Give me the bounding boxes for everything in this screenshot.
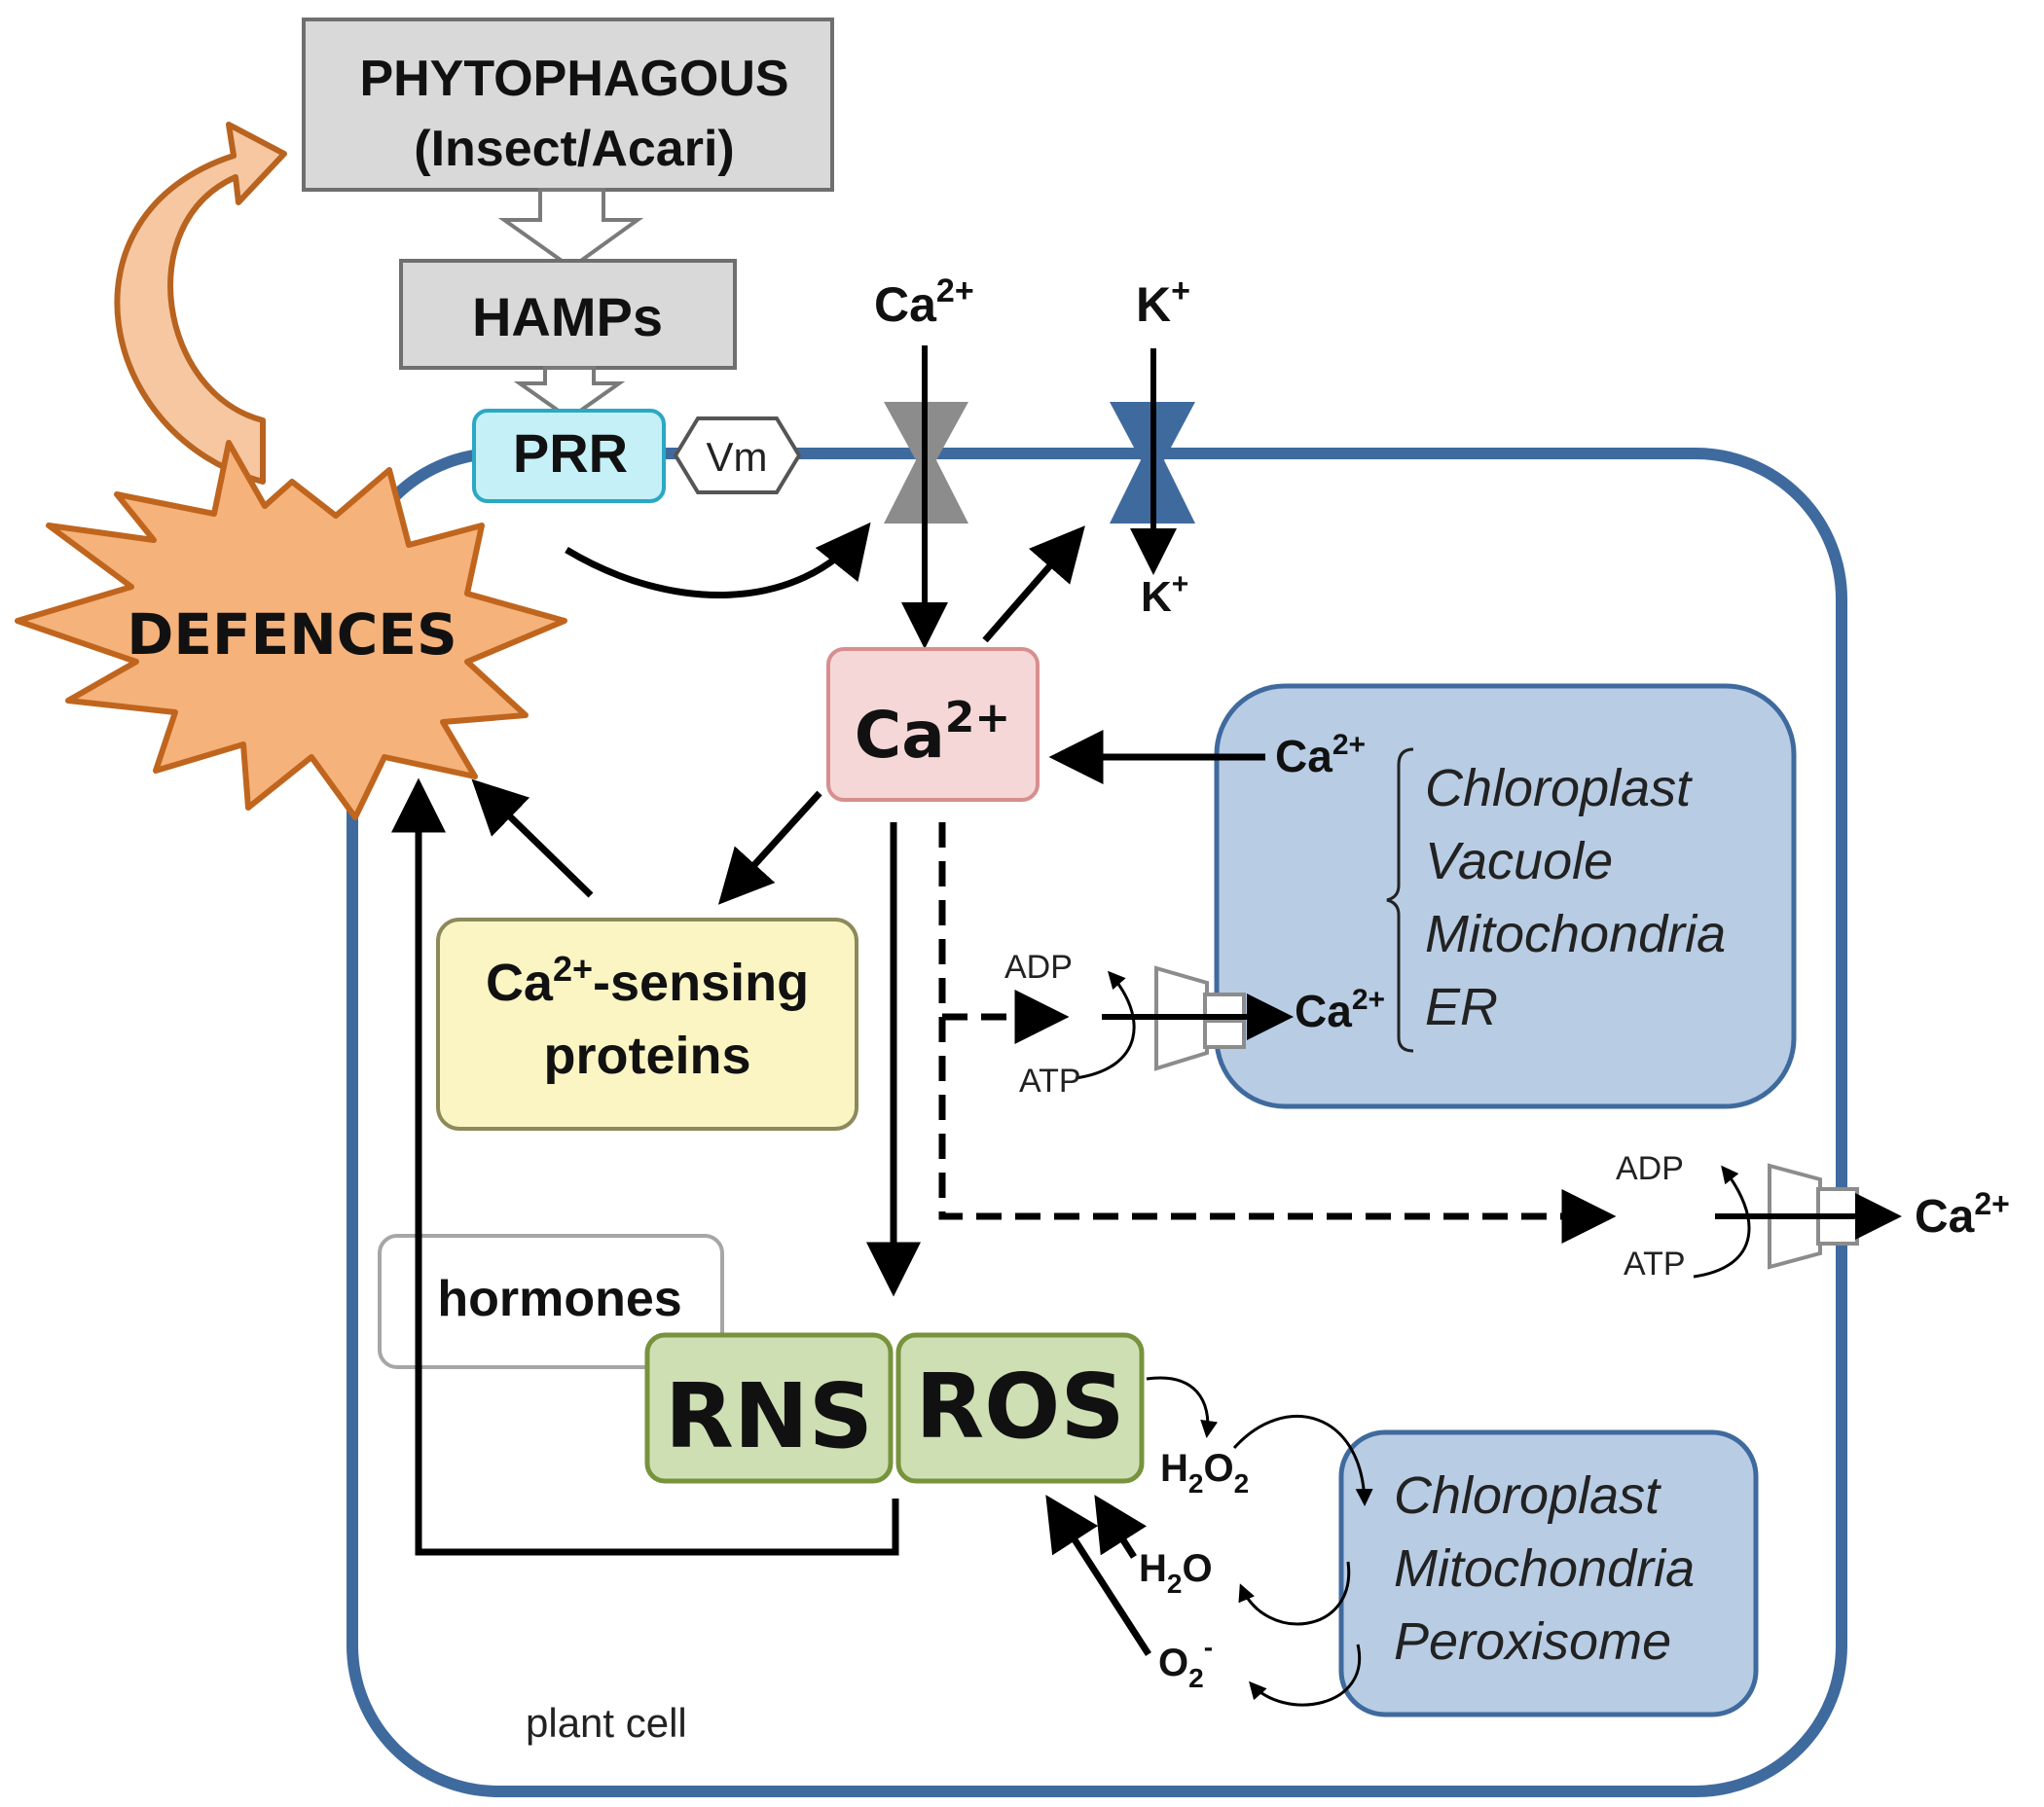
hamps-label: HAMPs xyxy=(472,286,663,347)
defences-burst: DEFENCES xyxy=(15,440,567,820)
ca-to-sensing-arrow xyxy=(717,790,822,905)
store-chloroplast: Chloroplast xyxy=(1425,759,1693,817)
vm-label: Vm xyxy=(707,434,768,480)
store-er: ER xyxy=(1425,978,1498,1036)
organelle-bracket xyxy=(1386,747,1414,1053)
store-vacuole: Vacuole xyxy=(1425,832,1613,890)
superoxide-to-ros-arrow xyxy=(1045,1495,1151,1656)
rns-box: RNS xyxy=(644,1332,894,1484)
superoxide-source-curve xyxy=(1249,1644,1362,1707)
ros-to-h2o2-curve xyxy=(1146,1376,1219,1438)
sensing-to-defences-arrow xyxy=(471,778,594,898)
ca-extruded-label: Ca2+ xyxy=(1915,1186,2010,1243)
plant-cell-membrane xyxy=(347,448,1847,1797)
vm-hexagon: Vm xyxy=(673,416,802,494)
inner-atp-label: ATP xyxy=(1019,1063,1081,1100)
k-intracellular-label: K+ xyxy=(1141,568,1188,621)
k-extracellular-label: K+ xyxy=(1136,272,1190,332)
dashed-to-outer-pump xyxy=(938,822,1617,1244)
ros-box: ROS xyxy=(895,1332,1145,1484)
ca-extracellular-label: Ca2+ xyxy=(874,272,974,332)
prr-to-channel-arrow xyxy=(565,522,871,598)
phytophagous-title: PHYTOPHAGOUS xyxy=(359,51,788,107)
hollow-arrow-phytophagous-hamps xyxy=(497,188,644,271)
ca-uptake-label: Ca2+ xyxy=(1295,984,1385,1036)
feedback-arrow xyxy=(114,122,287,485)
hamps-box: HAMPs xyxy=(399,259,737,370)
source-mitochondria: Mitochondria xyxy=(1394,1539,1695,1598)
superoxide-label: O2- xyxy=(1158,1632,1213,1693)
outer-atp-curve xyxy=(1693,1165,1751,1279)
ca-release-label: Ca2+ xyxy=(1275,729,1366,781)
ros-label: ROS xyxy=(915,1355,1124,1459)
ros-sources-box: Chloroplast Mitochondria Peroxisome xyxy=(1338,1429,1759,1717)
phytophagous-subtitle: (Insect/Acari) xyxy=(414,121,734,177)
prr-receptor: PRR xyxy=(472,409,666,503)
store-mitochondria: Mitochondria xyxy=(1425,905,1726,963)
h2o-source-curve xyxy=(1238,1561,1351,1626)
outer-atp-label: ATP xyxy=(1624,1246,1686,1283)
hormones-label: hormones xyxy=(437,1271,681,1327)
inner-adp-label: ADP xyxy=(1004,949,1073,986)
rns-label: RNS xyxy=(665,1364,873,1468)
hollow-arrow-hamps-prr xyxy=(513,366,626,421)
plant-cell-label: plant cell xyxy=(526,1700,687,1746)
phytophagous-box: PHYTOPHAGOUS (Insect/Acari) xyxy=(302,18,834,192)
h2o2-source-curve xyxy=(1232,1415,1373,1506)
defences-label: DEFENCES xyxy=(127,601,457,668)
source-peroxisome: Peroxisome xyxy=(1394,1612,1671,1671)
prr-label: PRR xyxy=(513,422,628,484)
inner-atp-curve xyxy=(1075,970,1136,1080)
sensing-proteins-line1: Ca2+-sensing xyxy=(486,949,809,1012)
calcium-stores-box: Ca2+ Ca2+ Chloroplast Vacuole Mitochondr… xyxy=(1214,683,1797,1109)
sensing-proteins-line2: proteins xyxy=(543,1027,750,1085)
ros-to-defences-arrow xyxy=(391,777,899,1556)
h2o-to-ros-arrow xyxy=(1094,1495,1148,1559)
sensing-proteins-box: Ca2+-sensing proteins xyxy=(436,918,858,1131)
h2o2-label: H2O2 xyxy=(1160,1447,1249,1499)
hormones-box: hormones xyxy=(378,1234,724,1369)
cytosolic-calcium-box: Ca2+ xyxy=(826,647,1040,802)
source-chloroplast: Chloroplast xyxy=(1394,1466,1661,1525)
h2o-label: H2O xyxy=(1139,1547,1213,1599)
outer-adp-label: ADP xyxy=(1616,1150,1684,1187)
ca-to-k-channel-arrow xyxy=(982,525,1085,643)
cytosolic-calcium-label: Ca2+ xyxy=(855,693,1010,773)
